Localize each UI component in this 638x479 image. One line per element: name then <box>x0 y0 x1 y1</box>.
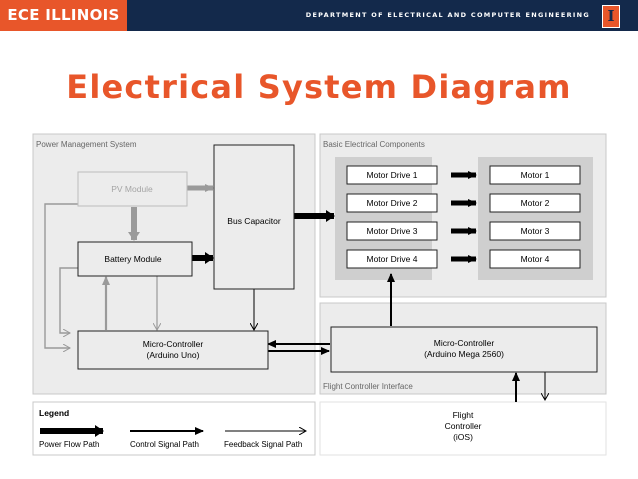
motor-drive-2-block <box>346 193 438 213</box>
motor-drive-1-block <box>346 165 438 185</box>
motor-drive-3-block <box>346 221 438 241</box>
motor-drive-2-label: Motor Drive 2 <box>366 198 417 208</box>
bus-capacitor-label: Bus Capacitor <box>227 216 281 226</box>
flight-controller-line2: Controller <box>445 421 482 431</box>
legend-panel <box>32 401 316 456</box>
flight-controller-line3: (iOS) <box>453 432 473 442</box>
legend-control-label: Control Signal Path <box>130 440 199 449</box>
department-name: DEPARTMENT OF ELECTRICAL AND COMPUTER EN… <box>305 11 590 19</box>
pv-module-block <box>77 171 188 207</box>
micro-controller-uno-block <box>77 330 269 370</box>
pv-module-label: PV Module <box>111 184 153 194</box>
motor-2-block <box>489 193 581 213</box>
mega-label-line2: (Arduino Mega 2560) <box>424 349 504 359</box>
motor-3-block <box>489 221 581 241</box>
power-management-label: Power Management System <box>36 140 137 149</box>
motor-4-label: Motor 4 <box>521 254 550 264</box>
motor-drive-1-label: Motor Drive 1 <box>366 170 417 180</box>
bus-capacitor-block <box>213 144 295 290</box>
battery-module-block <box>77 241 193 277</box>
motor-drive-4-label: Motor Drive 4 <box>366 254 417 264</box>
ece-illinois-brand: ECE ILLINOIS <box>0 0 127 31</box>
motor-drive-4-block <box>346 249 438 269</box>
feedback-loop-outer <box>44 203 78 348</box>
uno-label-line1: Micro-Controller <box>143 339 204 349</box>
legend-title: Legend <box>39 408 69 418</box>
flight-controller-panel <box>319 401 607 456</box>
motor-2-label: Motor 2 <box>521 198 550 208</box>
motor-3-label: Motor 3 <box>521 226 550 236</box>
top-banner: ECE ILLINOIS DEPARTMENT OF ELECTRICAL AN… <box>0 0 638 31</box>
basic-components-label: Basic Electrical Components <box>323 140 425 149</box>
feedback-loop-inner <box>59 267 78 333</box>
battery-module-label: Battery Module <box>104 254 161 264</box>
motor-1-label: Motor 1 <box>521 170 550 180</box>
legend-power-label: Power Flow Path <box>39 440 99 449</box>
legend-feedback-label: Feedback Signal Path <box>224 440 302 449</box>
page-title: Electrical System Diagram <box>66 68 572 106</box>
mega-label-line1: Micro-Controller <box>434 338 495 348</box>
motor-drive-3-label: Motor Drive 3 <box>366 226 417 236</box>
micro-controller-mega-block <box>330 326 598 373</box>
flight-controller-line1: Flight <box>453 410 474 420</box>
motor-4-block <box>489 249 581 269</box>
flight-interface-label: Flight Controller Interface <box>323 382 413 391</box>
illinois-logo-icon: I <box>602 5 620 28</box>
motor-1-block <box>489 165 581 185</box>
uno-label-line2: (Arduino Uno) <box>147 350 200 360</box>
